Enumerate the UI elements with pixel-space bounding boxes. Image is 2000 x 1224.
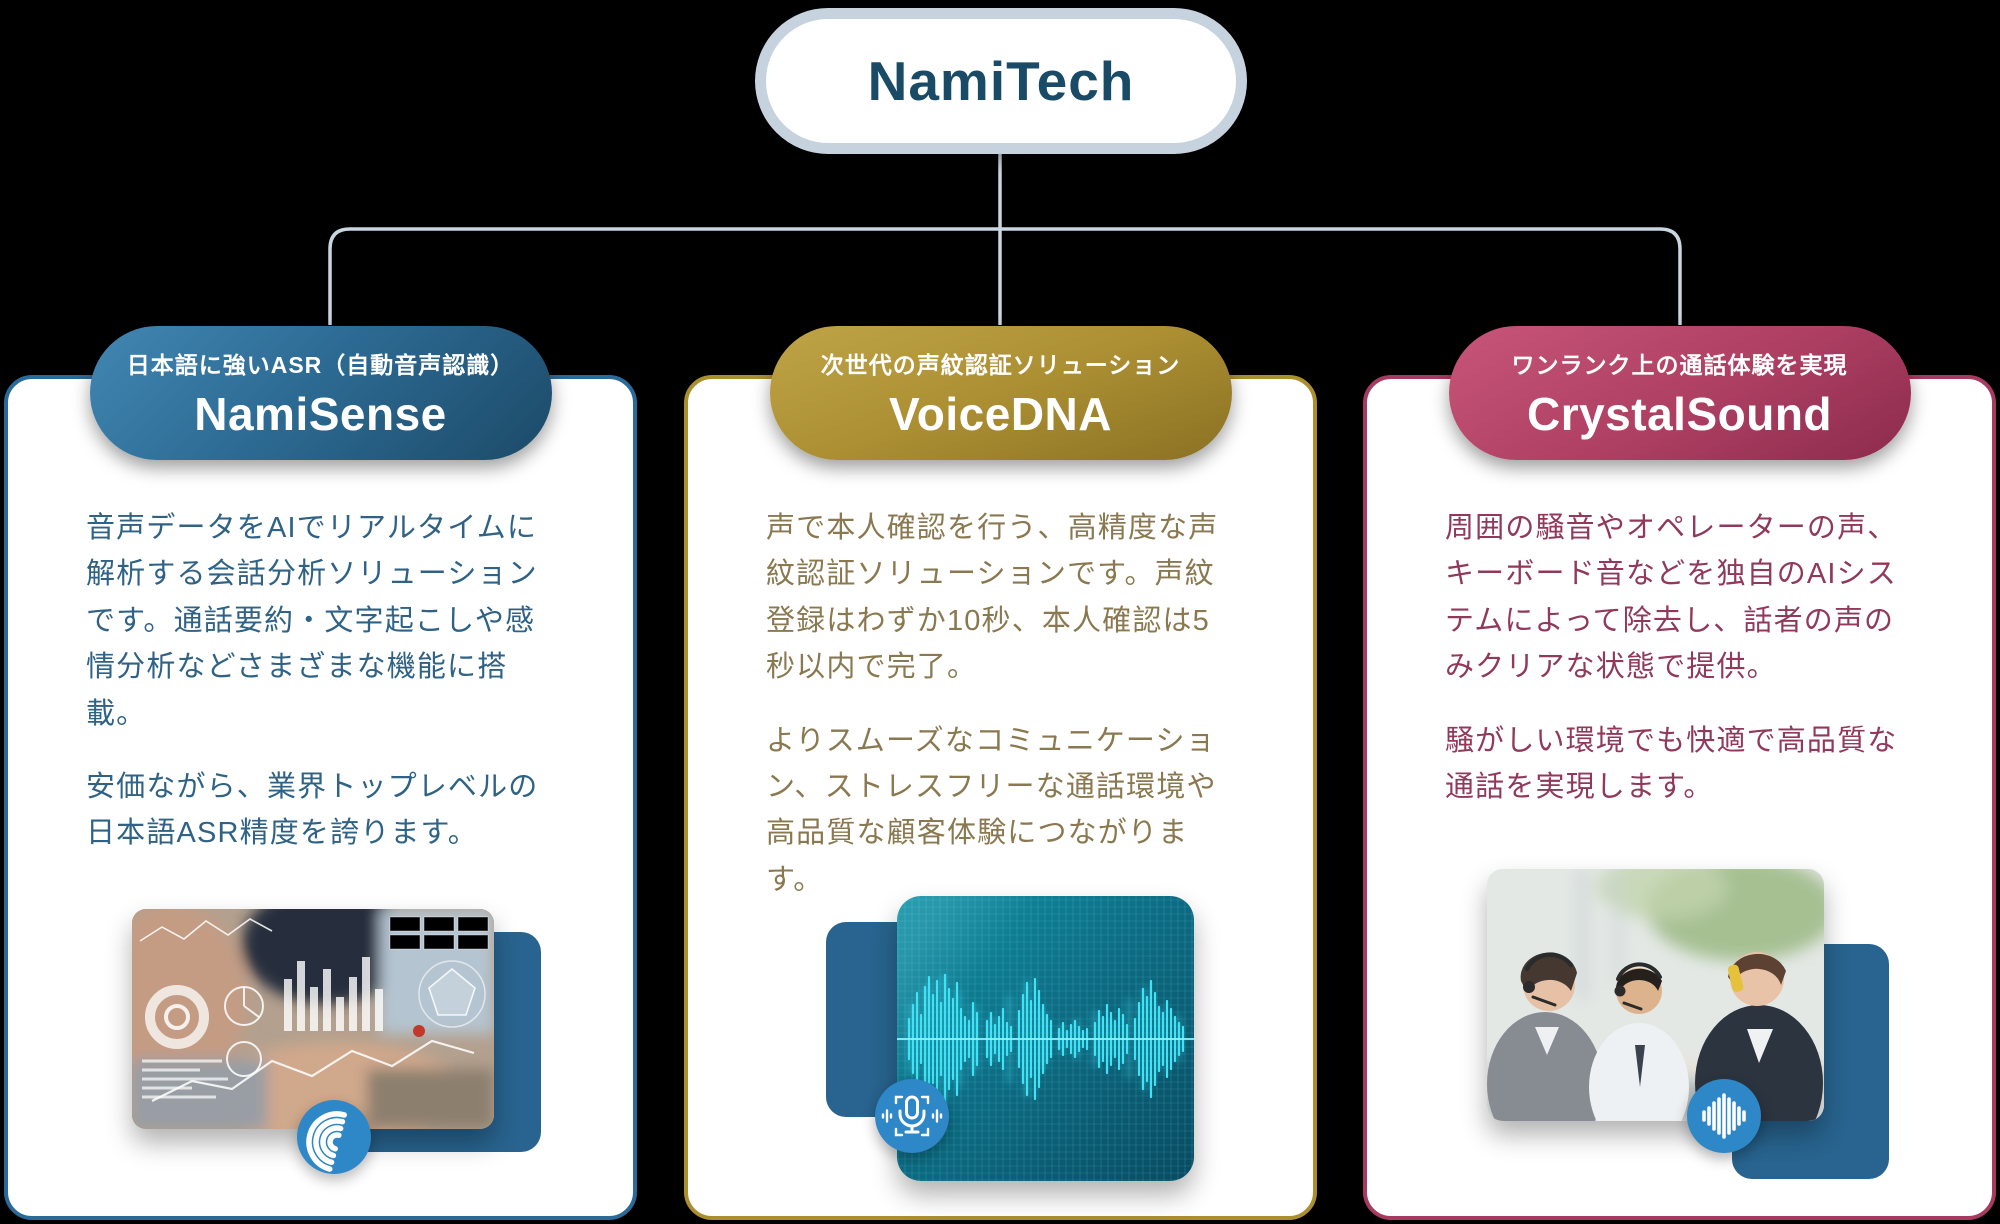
call-center-photo: [1487, 869, 1824, 1121]
paragraph: 騒がしい環境でも快適で高品質な通話を実現します。: [1445, 724, 1898, 803]
paragraph: よりスムーズなコミュニケーション、ストレスフリーな通話環境や高品質な顧客体験につ…: [766, 724, 1217, 896]
card-namisense-description: 音声データをAIでリアルタイムに解析する会話分析ソリューションです。通話要約・文…: [8, 505, 633, 884]
equalizer-icon: [1687, 1079, 1761, 1153]
sound-waves-icon: [297, 1100, 371, 1174]
card-voicedna-tagline: 次世代の声紋認証ソリューション: [820, 351, 1181, 378]
voice-waveform-photo: [897, 896, 1194, 1181]
root-node-title: NamiTech: [867, 50, 1135, 112]
analytics-collage-photo: [132, 909, 494, 1129]
paragraph: 周囲の騒音やオペレーターの声、キーボード音などを独自のAIシステムによって除去し…: [1445, 512, 1898, 684]
card-crystalsound-title: CrystalSound: [1526, 387, 1833, 440]
card-crystalsound-description: 周囲の騒音やオペレーターの声、キーボード音などを独自のAIシステムによって除去し…: [1367, 505, 1992, 837]
card-crystalsound-header: ワンランク上の通話体験を実現 CrystalSound: [1448, 326, 1911, 460]
card-crystalsound-tagline: ワンランク上の通話体験を実現: [1511, 351, 1848, 378]
root-node: NamiTech: [755, 8, 1247, 154]
paragraph: 安価ながら、業界トップレベルの日本語ASR精度を誇ります。: [86, 770, 539, 850]
paragraph: 音声データをAIでリアルタイムに解析する会話分析ソリューションです。通話要約・文…: [86, 512, 538, 730]
card-voicedna-description: 声で本人確認を行う、高精度な声紋認証ソリューションです。声紋登録はわずか10秒、…: [688, 505, 1313, 930]
paragraph: 声で本人確認を行う、高精度な声紋認証ソリューションです。声紋登録はわずか10秒、…: [766, 512, 1219, 684]
card-voicedna-header: 次世代の声紋認証ソリューション VoiceDNA: [769, 326, 1232, 460]
card-voicedna: 次世代の声紋認証ソリューション VoiceDNA 声で本人確認を行う、高精度な声…: [684, 326, 1317, 1220]
voice-scan-mic-icon: [875, 1079, 949, 1153]
card-namisense-title: NamiSense: [194, 387, 447, 440]
card-namisense-header: 日本語に強いASR（自動音声認識） NamiSense: [89, 326, 552, 460]
card-crystalsound: ワンランク上の通話体験を実現 CrystalSound 周囲の騒音やオペレーター…: [1363, 326, 1996, 1220]
card-namisense: 日本語に強いASR（自動音声認識） NamiSense 音声データをAIでリアル…: [4, 326, 637, 1220]
card-namisense-tagline: 日本語に強いASR（自動音声認識）: [126, 351, 515, 378]
card-voicedna-title: VoiceDNA: [889, 387, 1112, 440]
